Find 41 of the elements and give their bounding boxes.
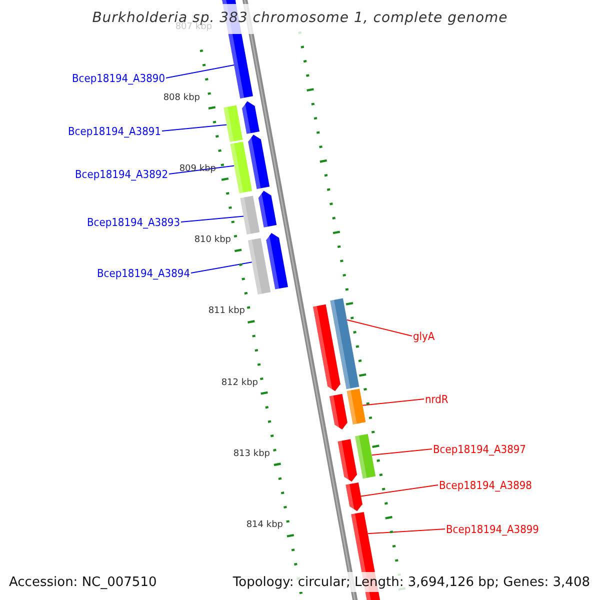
gene-label: Bcep18194_A3897 — [433, 444, 526, 454]
gene-label: Bcep18194_A3892 — [75, 168, 168, 180]
gene-label: Bcep18194_A3893 — [87, 216, 180, 228]
scale-label: 808 kbp — [163, 94, 200, 102]
leader-line — [367, 528, 446, 534]
leader-line — [190, 262, 252, 274]
leader-line — [346, 319, 412, 336]
scale-label: 811 kbp — [208, 306, 245, 316]
gene-block — [240, 196, 260, 235]
gene-label: glyA — [413, 330, 435, 342]
scale-label: 812 kbp — [221, 378, 258, 388]
gene-block — [330, 298, 360, 390]
gene-feature — [329, 394, 348, 430]
scale-label: 810 kbp — [194, 236, 231, 244]
leader-line — [371, 448, 432, 456]
gene-label: Bcep18194_A3891 — [68, 126, 161, 136]
scale-label: 813 kbp — [233, 450, 270, 458]
scale-label: 807 kbp — [175, 22, 212, 32]
gene-label: Bcep18194_A3894 — [97, 268, 190, 278]
gene-feature — [266, 233, 288, 290]
gene-feature — [313, 304, 340, 392]
leader-line — [360, 484, 438, 497]
gene-feature — [346, 482, 362, 512]
accession-label: Accession: NC_007510 — [9, 576, 157, 588]
leader-line — [166, 64, 235, 78]
gene-block — [230, 142, 252, 194]
leader-line — [162, 124, 228, 132]
gene-label: Bcep18194_A3898 — [439, 480, 532, 490]
gene-label: Bcep18194_A3890 — [72, 72, 165, 84]
gene-block — [248, 238, 271, 295]
gene-feature — [242, 101, 260, 134]
genome-summary: Topology: circular; Length: 3,694,126 bp; Genes: 3,408 — [232, 576, 590, 588]
gene-feature — [338, 439, 357, 482]
leader-line — [362, 398, 424, 406]
gene-block — [224, 105, 243, 142]
gene-block — [346, 388, 366, 424]
gene-label: Bcep18194_A3899 — [446, 524, 539, 534]
gene-block — [355, 434, 376, 479]
scale-label: 814 kbp — [246, 520, 283, 530]
gene-feature — [258, 190, 277, 228]
gene-label: nrdR — [425, 394, 448, 404]
